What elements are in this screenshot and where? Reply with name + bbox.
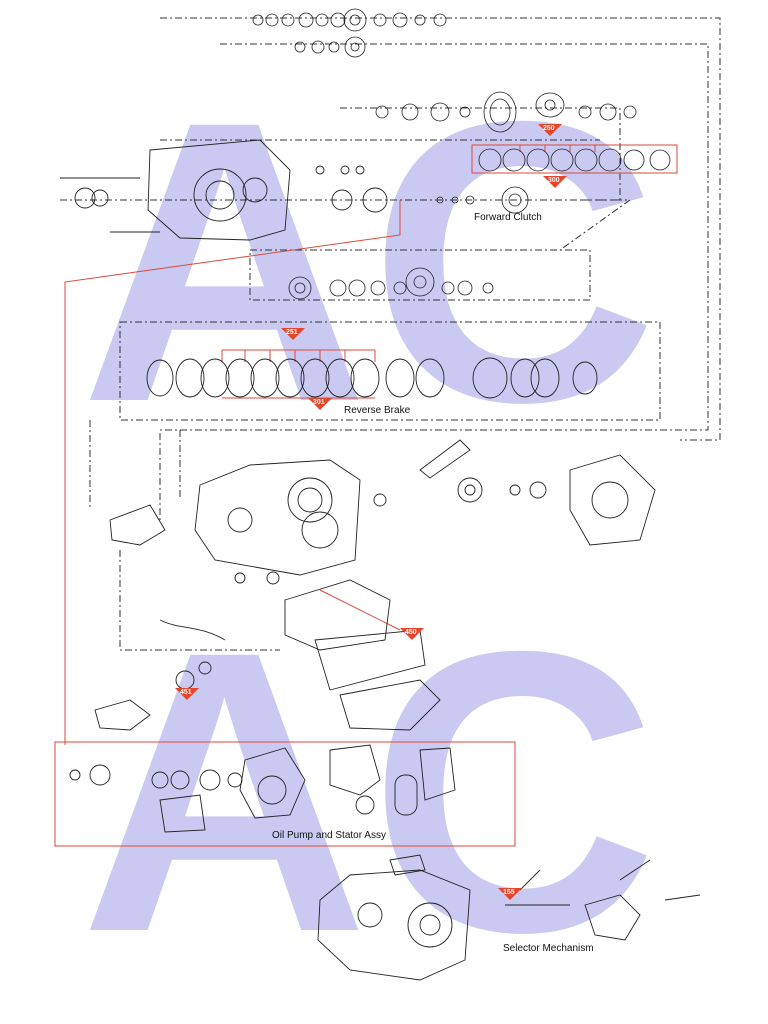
svg-text:300: 300 xyxy=(548,177,560,184)
top-gear-row xyxy=(252,8,447,58)
svg-text:250: 250 xyxy=(543,125,555,132)
callout-155: 155 xyxy=(498,888,522,900)
planetary-row xyxy=(288,267,494,300)
oil-pump-box xyxy=(54,741,516,847)
leader-lines xyxy=(60,17,721,651)
oil-pump-label: Oil Pump and Stator Assy xyxy=(272,830,386,841)
watermark: AC AC xyxy=(80,38,658,1015)
reverse-brake-label: Reverse Brake xyxy=(344,405,411,416)
svg-text:450: 450 xyxy=(405,629,417,636)
callout-300: 300 xyxy=(543,176,567,188)
callout-250: 250 xyxy=(538,124,562,136)
svg-text:451: 451 xyxy=(180,689,192,696)
forward-clutch-assembly xyxy=(375,91,671,214)
callout-251: 251 xyxy=(281,328,305,340)
front-case xyxy=(60,139,388,241)
forward-clutch-label: Forward Clutch xyxy=(474,212,542,223)
valve-body-pan xyxy=(94,571,441,731)
watermark-top: AC xyxy=(80,38,658,485)
callout-451: 451 xyxy=(175,688,199,700)
callouts: 250 300 251 301 450 451 155 xyxy=(175,124,567,900)
selector-mechanism-label: Selector Mechanism xyxy=(503,943,594,954)
callout-450: 450 xyxy=(400,628,424,640)
svg-text:301: 301 xyxy=(313,399,325,406)
svg-text:155: 155 xyxy=(503,889,515,896)
svg-text:251: 251 xyxy=(286,329,298,336)
oil-pump-parts xyxy=(69,744,456,833)
main-case xyxy=(109,439,656,576)
callout-301: 301 xyxy=(308,398,332,410)
reverse-brake-plates xyxy=(146,357,598,399)
rear-case-selector xyxy=(317,854,701,981)
